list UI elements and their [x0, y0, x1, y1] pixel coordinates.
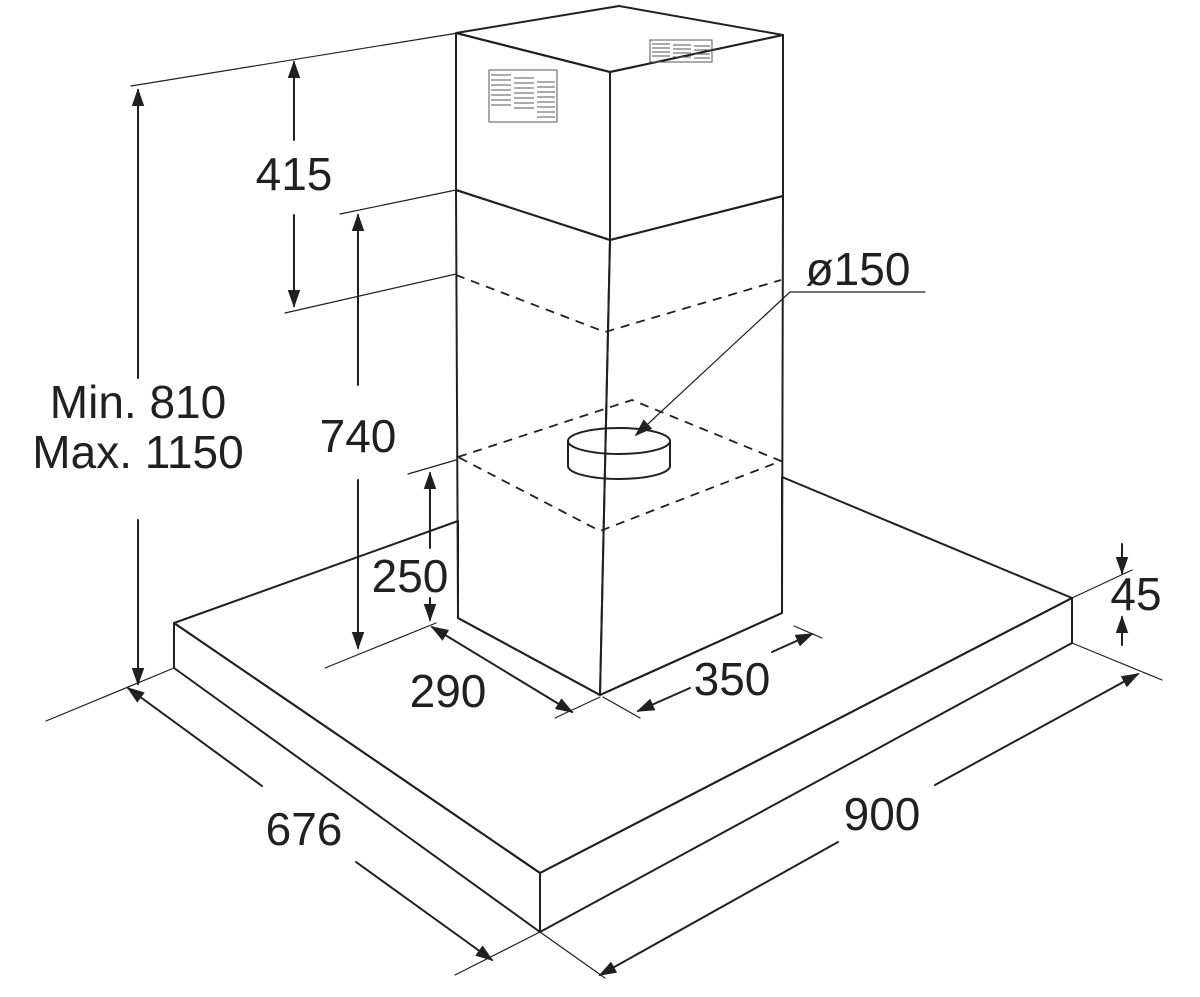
chimney-top-face	[455, 5, 784, 73]
label-chimney-width: 350	[694, 653, 771, 705]
label-duct-diameter: ø150	[806, 243, 911, 295]
chimney-lower-left-face	[455, 189, 611, 696]
label-max-height: Max. 1150	[32, 426, 243, 478]
label-canopy-width: 900	[844, 788, 921, 840]
chimney-lower-right-face	[599, 195, 784, 696]
chimney-upper-left-face	[455, 32, 611, 241]
chimney-upper-right-face	[609, 34, 784, 241]
duct-ring-icon	[567, 427, 671, 480]
duct-plane-dashed	[455, 399, 784, 532]
label-canopy-thickness: 45	[1110, 568, 1161, 620]
label-chimney-bottom-height: 740	[320, 410, 397, 462]
canopy	[173, 476, 1073, 933]
label-min-height: Min. 810	[50, 376, 226, 428]
vent-grille-icon	[488, 69, 558, 123]
vent-grille-back-icon	[649, 39, 713, 63]
dimension-labels: 415 Min. 810 Max. 1150 740 250 ø150 45 2…	[32, 148, 1161, 855]
canopy-front-right-face	[539, 597, 1073, 933]
dimension-lines	[45, 32, 1163, 979]
label-duct-height: 250	[372, 550, 449, 602]
label-chimney-depth: 290	[410, 665, 487, 717]
label-canopy-depth: 676	[266, 803, 343, 855]
telescopic-dashed-line	[455, 274, 782, 333]
chimney	[455, 5, 784, 696]
label-chimney-top-height: 415	[256, 148, 333, 200]
